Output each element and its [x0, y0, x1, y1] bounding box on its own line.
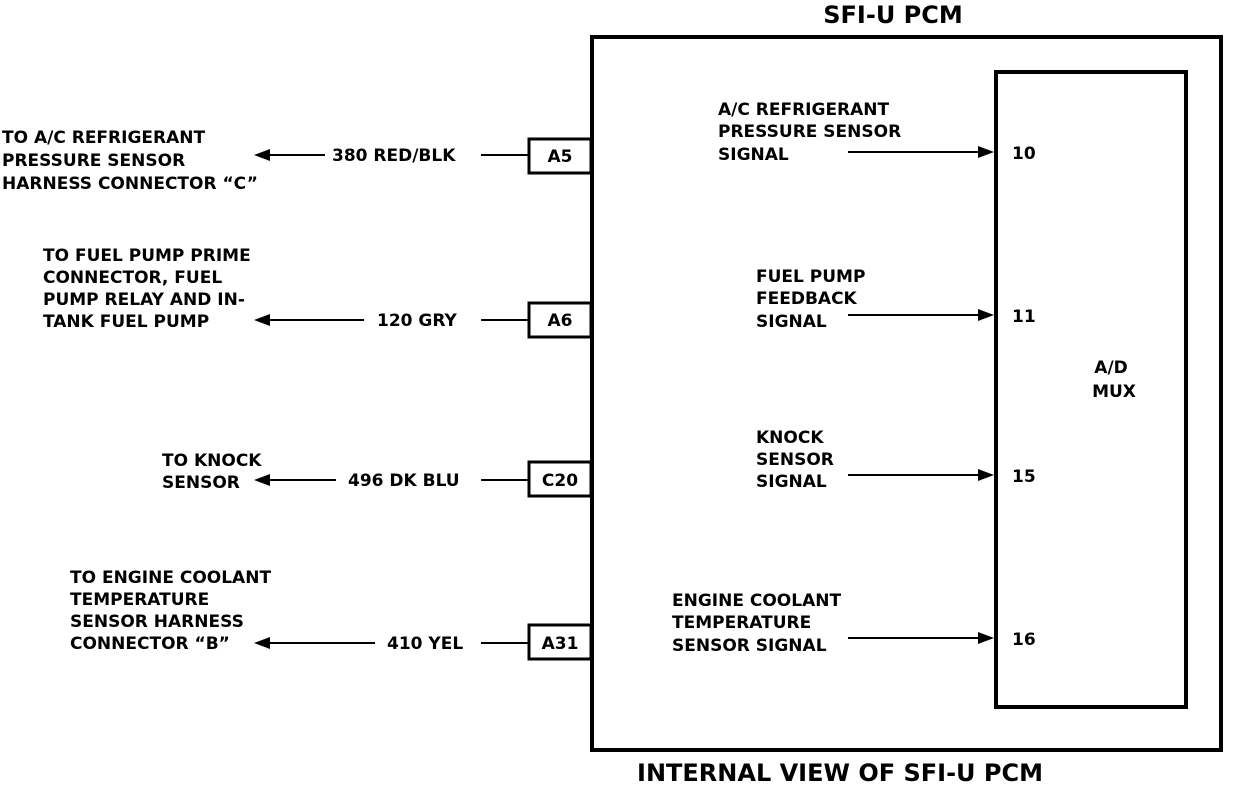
wire-code: 380 RED/BLK — [332, 146, 456, 166]
mux-label: A/D MUX — [1092, 358, 1136, 402]
destination-label: TO A/C REFRIGERANT PRESSURE SENSOR HARNE… — [2, 128, 258, 194]
pin-box — [527, 623, 593, 661]
circuit-c20: TO KNOCK SENSOR 496 DK BLU C20 KNOCK SEN… — [162, 428, 1036, 498]
circuit-a6: TO FUEL PUMP PRIME CONNECTOR, FUEL PUMP … — [43, 246, 1036, 339]
circuit-a5: TO A/C REFRIGERANT PRESSURE SENSOR HARNE… — [2, 100, 1036, 194]
destination-label: TO FUEL PUMP PRIME CONNECTOR, FUEL PUMP … — [43, 246, 257, 332]
mux-pin-number: 10 — [1012, 144, 1036, 164]
pin-box — [527, 137, 593, 175]
pin-box — [527, 460, 593, 498]
mux-pin-number: 11 — [1012, 307, 1036, 327]
signal-label: KNOCK SENSOR SIGNAL — [756, 428, 840, 492]
pin-label: A31 — [542, 634, 579, 654]
wire-code: 120 GRY — [377, 311, 458, 331]
mux-pin-number: 16 — [1012, 630, 1036, 650]
diagram-caption: INTERNAL VIEW OF SFI-U PCM — [637, 759, 1043, 786]
circuit-a31: TO ENGINE COOLANT TEMPERATURE SENSOR HAR… — [70, 568, 1036, 661]
destination-label: TO ENGINE COOLANT TEMPERATURE SENSOR HAR… — [70, 568, 277, 654]
ad-mux-block — [994, 70, 1188, 709]
pin-label: A5 — [548, 147, 573, 167]
wire-code: 496 DK BLU — [348, 471, 460, 491]
arrowhead-left-icon — [254, 637, 270, 649]
diagram-title: SFI-U PCM — [823, 1, 963, 29]
pin-label: C20 — [542, 471, 578, 491]
arrowhead-right-icon — [978, 309, 994, 321]
arrowhead-left-icon — [254, 149, 270, 161]
arrowhead-right-icon — [978, 632, 994, 644]
arrowhead-left-icon — [254, 314, 270, 326]
arrowhead-right-icon — [978, 469, 994, 481]
signal-label: ENGINE COOLANT TEMPERATURE SENSOR SIGNAL — [672, 591, 847, 656]
signal-label: FUEL PUMP FEEDBACK SIGNAL — [756, 267, 871, 332]
destination-label: TO KNOCK SENSOR — [162, 451, 267, 493]
mux-pin-number: 15 — [1012, 467, 1036, 487]
wire-code: 410 YEL — [387, 634, 463, 654]
pin-label: A6 — [548, 311, 573, 331]
arrowhead-right-icon — [978, 146, 994, 158]
pcm-outline — [590, 35, 1223, 752]
arrowhead-left-icon — [254, 474, 270, 486]
signal-label: A/C REFRIGERANT PRESSURE SENSOR SIGNAL — [718, 100, 907, 165]
pin-box — [527, 301, 593, 339]
